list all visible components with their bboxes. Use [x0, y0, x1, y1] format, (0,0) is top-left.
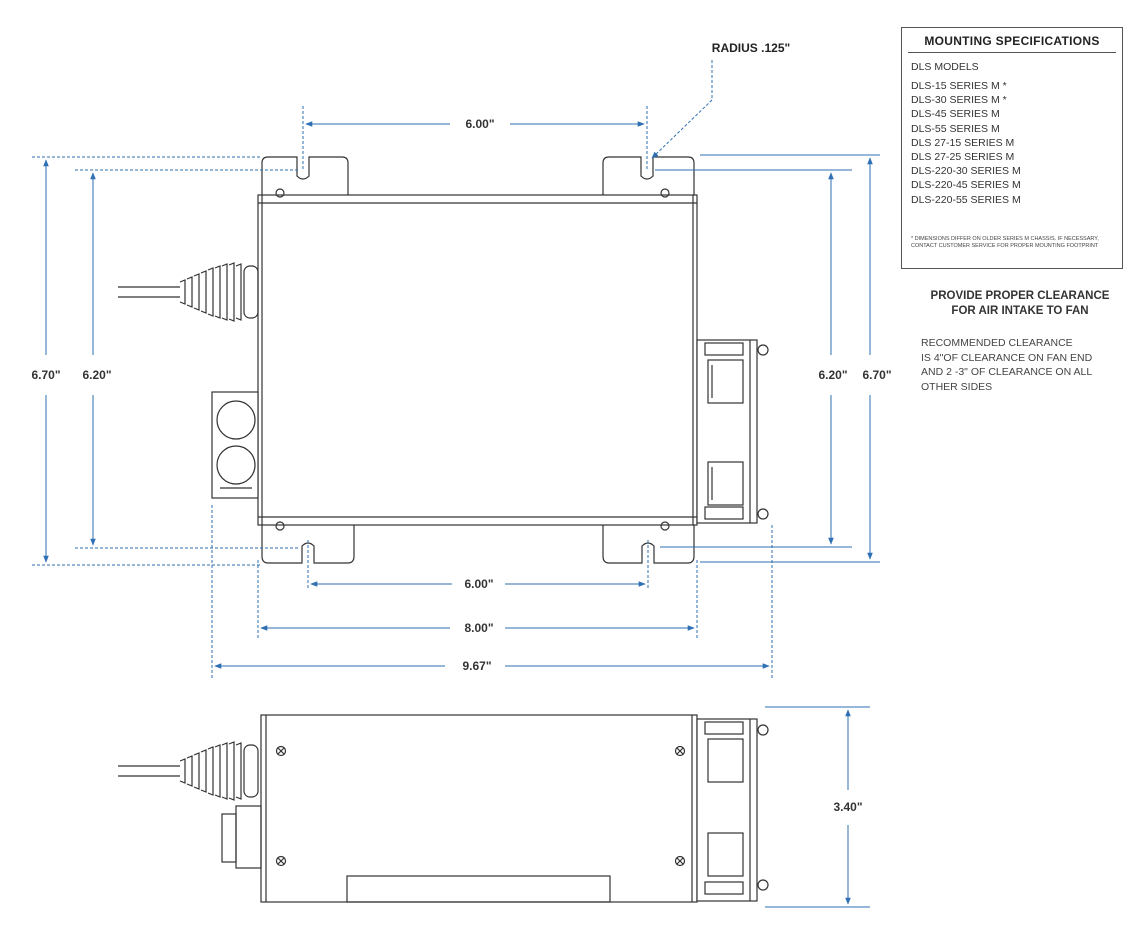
list-item: DLS-55 SERIES M [911, 122, 1000, 135]
side-power-cord [118, 741, 259, 801]
model-list: DLS-15 SERIES M * DLS-30 SERIES M * DLS-… [911, 79, 1122, 207]
side-base-plate [346, 875, 611, 903]
spec-footnote: * DIMENSIONS DIFFER ON OLDER SERIES M CH… [911, 236, 1099, 249]
clearance-text-line4: OTHER SIDES [921, 380, 993, 393]
power-cord [118, 262, 259, 322]
side-view [118, 714, 769, 903]
dimension-labels: 6.00" 6.00" 8.00" 9.67" 6.70" 6.20" 6.20… [31, 41, 891, 814]
dim-overall-length: 9.67" [462, 659, 491, 673]
tab-screw [275, 188, 285, 198]
clearance-heading: PROVIDE PROPER CLEARANCE FOR AIR INTAKE … [900, 289, 1140, 319]
top-view [118, 156, 769, 564]
clearance-recommendation: RECOMMENDED CLEARANCE IS 4"OF CLEARANCE … [921, 336, 1131, 394]
mounting-specifications-box: MOUNTING SPECIFICATIONS DLS MODELS DLS-1… [901, 27, 1123, 269]
list-item: DLS-15 SERIES M * [911, 80, 1007, 92]
clearance-text-line1: RECOMMENDED CLEARANCE [921, 337, 1073, 349]
clearance-text-line3: AND 2 -3" OF CLEARANCE ON ALL [921, 366, 1093, 378]
list-item: DLS-220-30 SERIES M [911, 165, 1021, 178]
clearance-heading-line1: PROVIDE PROPER CLEARANCE [930, 290, 1110, 302]
tab-screw [660, 188, 670, 198]
dim-top-hole-spacing: 6.00" [465, 117, 494, 131]
chassis-body [257, 194, 698, 526]
dim-right-overall-height: 6.70" [862, 368, 891, 382]
side-fan-housing [696, 718, 769, 902]
tab-screw [275, 521, 285, 531]
spec-title: MOUNTING SPECIFICATIONS [908, 34, 1116, 53]
side-chassis-body [260, 714, 698, 903]
top-left-mounting-tab [261, 156, 349, 198]
dim-body-length: 8.00" [464, 621, 493, 635]
clearance-text-line2: IS 4"OF CLEARANCE ON FAN END [921, 351, 1093, 364]
dim-bottom-hole-spacing: 6.00" [464, 577, 493, 591]
list-item: DLS-220-45 SERIES M [911, 179, 1021, 192]
dim-left-hole-height: 6.20" [82, 368, 111, 382]
tab-screw [660, 521, 670, 531]
side-screws [275, 745, 686, 867]
list-item: DLS 27-15 SERIES M [911, 136, 1015, 149]
dimension-lines [32, 60, 880, 908]
top-right-mounting-tab [602, 156, 695, 198]
connector-block [211, 391, 259, 499]
list-item: DLS 27-25 SERIES M [911, 151, 1015, 164]
list-item: DLS-45 SERIES M [911, 108, 1000, 121]
spec-subtitle: DLS MODELS [911, 61, 979, 73]
clearance-heading-line2: FOR AIR INTAKE TO FAN [951, 305, 1089, 317]
list-item: DLS-30 SERIES M * [911, 94, 1007, 107]
list-item: DLS-220-55 SERIES M [911, 193, 1021, 206]
side-connector [221, 805, 262, 869]
fan-housing [696, 339, 769, 524]
dim-side-height: 3.40" [833, 800, 862, 814]
dim-radius: RADIUS .125" [712, 41, 790, 55]
dim-right-hole-height: 6.20" [818, 368, 847, 382]
dim-left-overall-height: 6.70" [31, 368, 60, 382]
